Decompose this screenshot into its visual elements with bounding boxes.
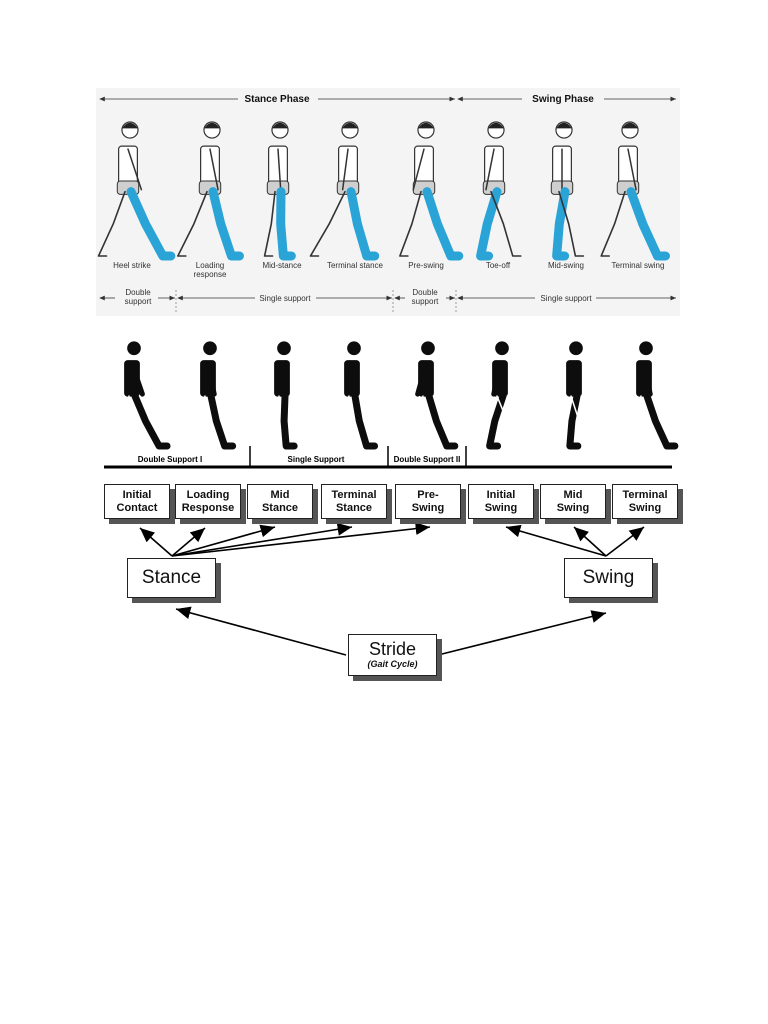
walking-figure — [263, 121, 296, 261]
swing-phase-label: Swing Phase — [532, 94, 594, 105]
box-loading-response: Loading Response — [175, 484, 241, 519]
walking-figure — [177, 121, 244, 261]
walking-figure — [97, 121, 176, 261]
silhouette-figure — [322, 341, 379, 450]
silhouette-figures-row — [108, 341, 679, 450]
top-gait-panel — [96, 88, 680, 316]
stance-phase-label: Stance Phase — [244, 94, 309, 105]
box-mid-swing: Mid Swing — [540, 484, 606, 519]
event-label: Terminal stance — [327, 261, 384, 270]
silhouette-figure — [486, 341, 524, 450]
support-arrows — [99, 290, 676, 312]
double-support-1-label: Double Support I — [138, 455, 202, 464]
box-terminal-swing: Terminal Swing — [612, 484, 678, 519]
connector-arrows — [139, 522, 645, 656]
support-label: Single support — [259, 294, 311, 303]
support-label: Single support — [540, 294, 592, 303]
box-terminal-stance: Terminal Stance — [321, 484, 387, 519]
silhouette-figure — [622, 341, 679, 450]
silhouette-figure — [182, 341, 237, 450]
box-stance: Stance — [127, 558, 216, 598]
event-label: Mid-stance — [262, 261, 302, 270]
walking-figure — [399, 121, 464, 261]
walking-figures-row — [97, 121, 670, 261]
box-mid-stance: Mid Stance — [247, 484, 313, 519]
event-label: Heel strike — [113, 261, 151, 270]
walking-figure — [476, 121, 522, 261]
event-label: Mid-swing — [548, 261, 584, 270]
silhouette-figure — [108, 341, 171, 450]
event-label: Toe-off — [486, 261, 511, 270]
walking-figure — [550, 121, 585, 261]
box-initial-contact: Initial Contact — [104, 484, 170, 519]
walking-figure — [309, 121, 380, 261]
silhouette-figure — [566, 341, 594, 450]
silhouette-figure — [406, 341, 459, 450]
box-stride: Stride (Gait Cycle) — [348, 634, 437, 676]
stride-title: Stride — [368, 639, 417, 660]
event-label: Pre-swing — [408, 261, 444, 270]
walking-figure — [600, 121, 670, 261]
double-support-2-label: Double Support II — [394, 455, 461, 464]
box-pre-swing: Pre- Swing — [395, 484, 461, 519]
box-swing: Swing — [564, 558, 653, 598]
silhouette-figure — [270, 341, 298, 450]
event-label: Terminal swing — [612, 261, 665, 270]
box-initial-swing: Initial Swing — [468, 484, 534, 519]
stride-subtitle: (Gait Cycle) — [367, 658, 418, 669]
single-support-label: Single Support — [288, 455, 345, 464]
